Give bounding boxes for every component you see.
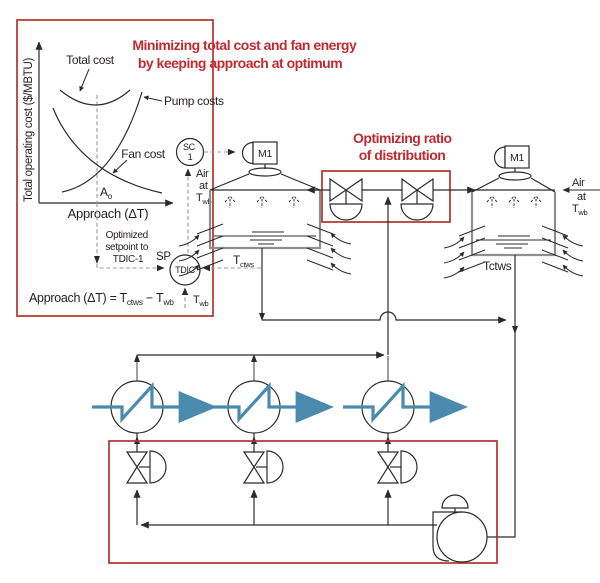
tdic-label: TDIC [175, 265, 196, 275]
basin-header-with-hop [262, 311, 507, 324]
cost-chart-inset: Total operating cost ($/MBTU) Approach (… [16, 19, 224, 317]
approach-formula: Approach (ΔT) = Tctws − Twb [29, 291, 174, 307]
heat-exchanger-3 [343, 380, 468, 434]
fan-cost-leader [112, 159, 128, 174]
pump-and-valve-station [108, 440, 498, 564]
tower-shell-left [208, 190, 322, 250]
m1-label-right: M1 [510, 152, 524, 164]
louvers-right-tower [458, 225, 569, 273]
pump-costs-label: Pump costs [164, 94, 224, 108]
tower-shell-right [470, 192, 557, 257]
control-valve-1 [125, 450, 167, 525]
total-cost-label: Total cost [66, 53, 115, 67]
heat-exchanger-2 [209, 380, 334, 434]
total-cost-leader [79, 68, 90, 92]
pump-body [436, 511, 488, 563]
louvers-left-tower [196, 223, 334, 271]
pump-costs-curve [61, 91, 143, 193]
controllers: SC 1 TDIC Tctws Twb Air at Twb [169, 137, 261, 308]
process-piping [134, 196, 518, 546]
fan-cost-curve [52, 107, 163, 194]
twb-label: Twb [193, 294, 209, 308]
setpoint-signal-line [96, 264, 165, 272]
fan-actuator-right [493, 146, 506, 169]
pump-volute [432, 511, 462, 562]
chart-red-frame [16, 19, 214, 317]
spray-nozzles-right [486, 195, 542, 208]
heat-exchangers [92, 380, 468, 452]
butterfly-valve-left [329, 177, 363, 221]
x-axis-label: Approach (ΔT) [68, 206, 149, 221]
fan-motor-box-right [504, 145, 530, 169]
minimizing-annotation: Minimizing total cost and fan energy by … [132, 37, 359, 71]
control-valve-2 [242, 450, 284, 525]
down-arrowhead-right-drop [512, 326, 518, 334]
fan-cost-label: Fan cost [121, 147, 166, 161]
total-cost-curve [59, 89, 131, 106]
fan-right [498, 171, 532, 181]
pump-motor-dome [441, 494, 469, 509]
down-arrowhead-left-outlet [259, 313, 265, 321]
right-drop-to-pump [469, 255, 516, 541]
spray-nozzles-left [224, 195, 300, 208]
left-cooling-tower: M1 [178, 141, 352, 277]
setpoint-note: Optimized setpoint to TDIC-1 [105, 230, 150, 265]
air-label-left: Air at Twb [196, 168, 212, 206]
distribution-red-frame [321, 170, 451, 223]
down-arrowhead [94, 256, 100, 264]
control-valve-3 [376, 450, 418, 525]
tctws-label-left: Tctws [233, 253, 254, 269]
tctws-label-right: Tctws [483, 259, 512, 273]
tdic-controller-bubble [169, 254, 201, 286]
optimum-point-label: Ao [100, 185, 113, 201]
right-cooling-tower: M1 Air at Twb Tc [443, 145, 600, 279]
water-symbol-right [496, 235, 530, 249]
fan-actuator-left [241, 141, 254, 165]
hx-inlet-stubs [136, 433, 389, 452]
water-symbol-left [250, 231, 284, 245]
y-axis-label: Total operating cost ($/MBTU) [23, 57, 35, 202]
optimizing-annotation: Optimizing ratio of distribution [353, 130, 455, 163]
fan-left [248, 167, 282, 177]
speed-controller-bubble [175, 137, 205, 167]
m1-label-left: M1 [258, 148, 272, 160]
air-arrows-right-tower [443, 234, 584, 279]
pump-red-frame [108, 440, 498, 564]
distribution-valve-station [306, 170, 476, 223]
heat-exchanger-1 [92, 380, 217, 434]
pump-costs-leader [143, 95, 163, 102]
butterfly-valve-right [400, 177, 434, 221]
pump [432, 494, 488, 563]
sp-label: SP [156, 251, 171, 263]
air-arrows-left-tower [178, 232, 352, 277]
air-label-right: Air at Twb [572, 177, 588, 217]
up-arrowheads-hx-inlets [134, 436, 391, 444]
sc-label: SC 1 [183, 142, 197, 162]
